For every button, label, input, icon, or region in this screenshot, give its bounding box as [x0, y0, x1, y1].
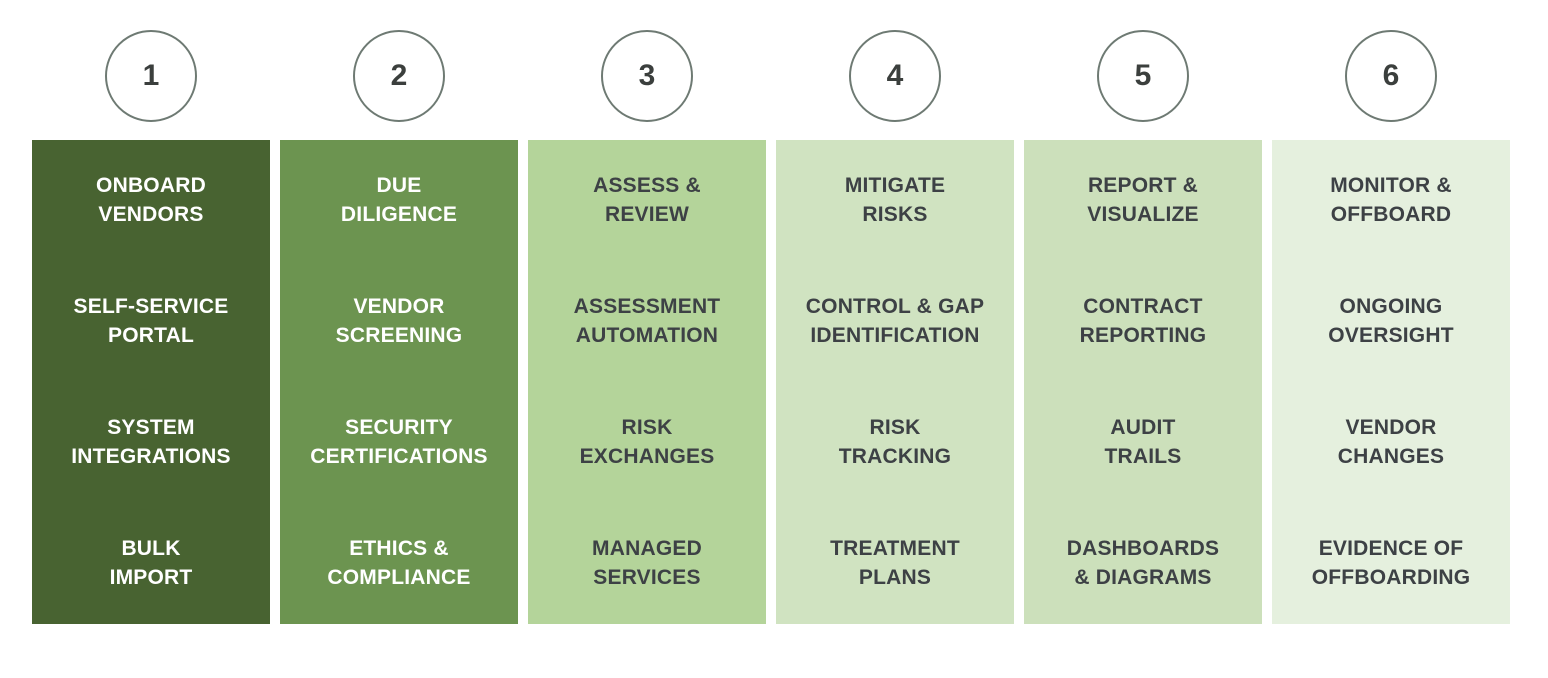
step-number-badge: 2: [353, 30, 445, 122]
step-box: ONBOARD VENDORS SELF-SERVICE PORTAL SYST…: [32, 140, 270, 624]
step-item: SELF-SERVICE PORTAL: [73, 294, 229, 347]
step-item: RISK EXCHANGES: [579, 415, 715, 468]
step-item: ASSESSMENT AUTOMATION: [573, 294, 721, 347]
step-column-4: 4 MITIGATE RISKS CONTROL & GAP IDENTIFIC…: [776, 30, 1014, 624]
step-item: EVIDENCE OF OFFBOARDING: [1311, 536, 1471, 589]
step-title: REPORT & VISUALIZE: [1087, 173, 1199, 226]
step-box: MONITOR & OFFBOARD ONGOING OVERSIGHT VEN…: [1272, 140, 1510, 624]
step-number-badge: 1: [105, 30, 197, 122]
step-number-badge: 6: [1345, 30, 1437, 122]
step-box: ASSESS & REVIEW ASSESSMENT AUTOMATION RI…: [528, 140, 766, 624]
step-column-3: 3 ASSESS & REVIEW ASSESSMENT AUTOMATION …: [528, 30, 766, 624]
step-box: DUE DILIGENCE VENDOR SCREENING SECURITY …: [280, 140, 518, 624]
step-item: CONTRACT REPORTING: [1079, 294, 1207, 347]
step-column-5: 5 REPORT & VISUALIZE CONTRACT REPORTING …: [1024, 30, 1262, 624]
step-item: MANAGED SERVICES: [592, 536, 702, 589]
step-number-badge: 5: [1097, 30, 1189, 122]
step-item: BULK IMPORT: [109, 536, 193, 589]
step-title: ASSESS & REVIEW: [593, 173, 701, 226]
step-number-badge: 4: [849, 30, 941, 122]
step-item: TREATMENT PLANS: [830, 536, 960, 589]
step-item: VENDOR CHANGES: [1337, 415, 1445, 468]
step-item: VENDOR SCREENING: [335, 294, 463, 347]
step-title: ONBOARD VENDORS: [96, 173, 206, 226]
step-title: MITIGATE RISKS: [844, 173, 946, 226]
step-column-1: 1 ONBOARD VENDORS SELF-SERVICE PORTAL SY…: [32, 30, 270, 624]
steps-row: 1 ONBOARD VENDORS SELF-SERVICE PORTAL SY…: [32, 30, 1510, 624]
step-item: CONTROL & GAP IDENTIFICATION: [805, 294, 985, 347]
step-item: ETHICS & COMPLIANCE: [327, 536, 471, 589]
step-item: ONGOING OVERSIGHT: [1328, 294, 1454, 347]
step-item: SYSTEM INTEGRATIONS: [71, 415, 231, 468]
step-item: SECURITY CERTIFICATIONS: [310, 415, 488, 468]
step-item: AUDIT TRAILS: [1104, 415, 1182, 468]
step-number-badge: 3: [601, 30, 693, 122]
step-item: RISK TRACKING: [838, 415, 952, 468]
step-title: MONITOR & OFFBOARD: [1330, 173, 1452, 226]
step-item: DASHBOARDS & DIAGRAMS: [1066, 536, 1220, 589]
step-box: MITIGATE RISKS CONTROL & GAP IDENTIFICAT…: [776, 140, 1014, 624]
step-column-2: 2 DUE DILIGENCE VENDOR SCREENING SECURIT…: [280, 30, 518, 624]
step-box: REPORT & VISUALIZE CONTRACT REPORTING AU…: [1024, 140, 1262, 624]
step-column-6: 6 MONITOR & OFFBOARD ONGOING OVERSIGHT V…: [1272, 30, 1510, 624]
step-title: DUE DILIGENCE: [340, 173, 458, 226]
